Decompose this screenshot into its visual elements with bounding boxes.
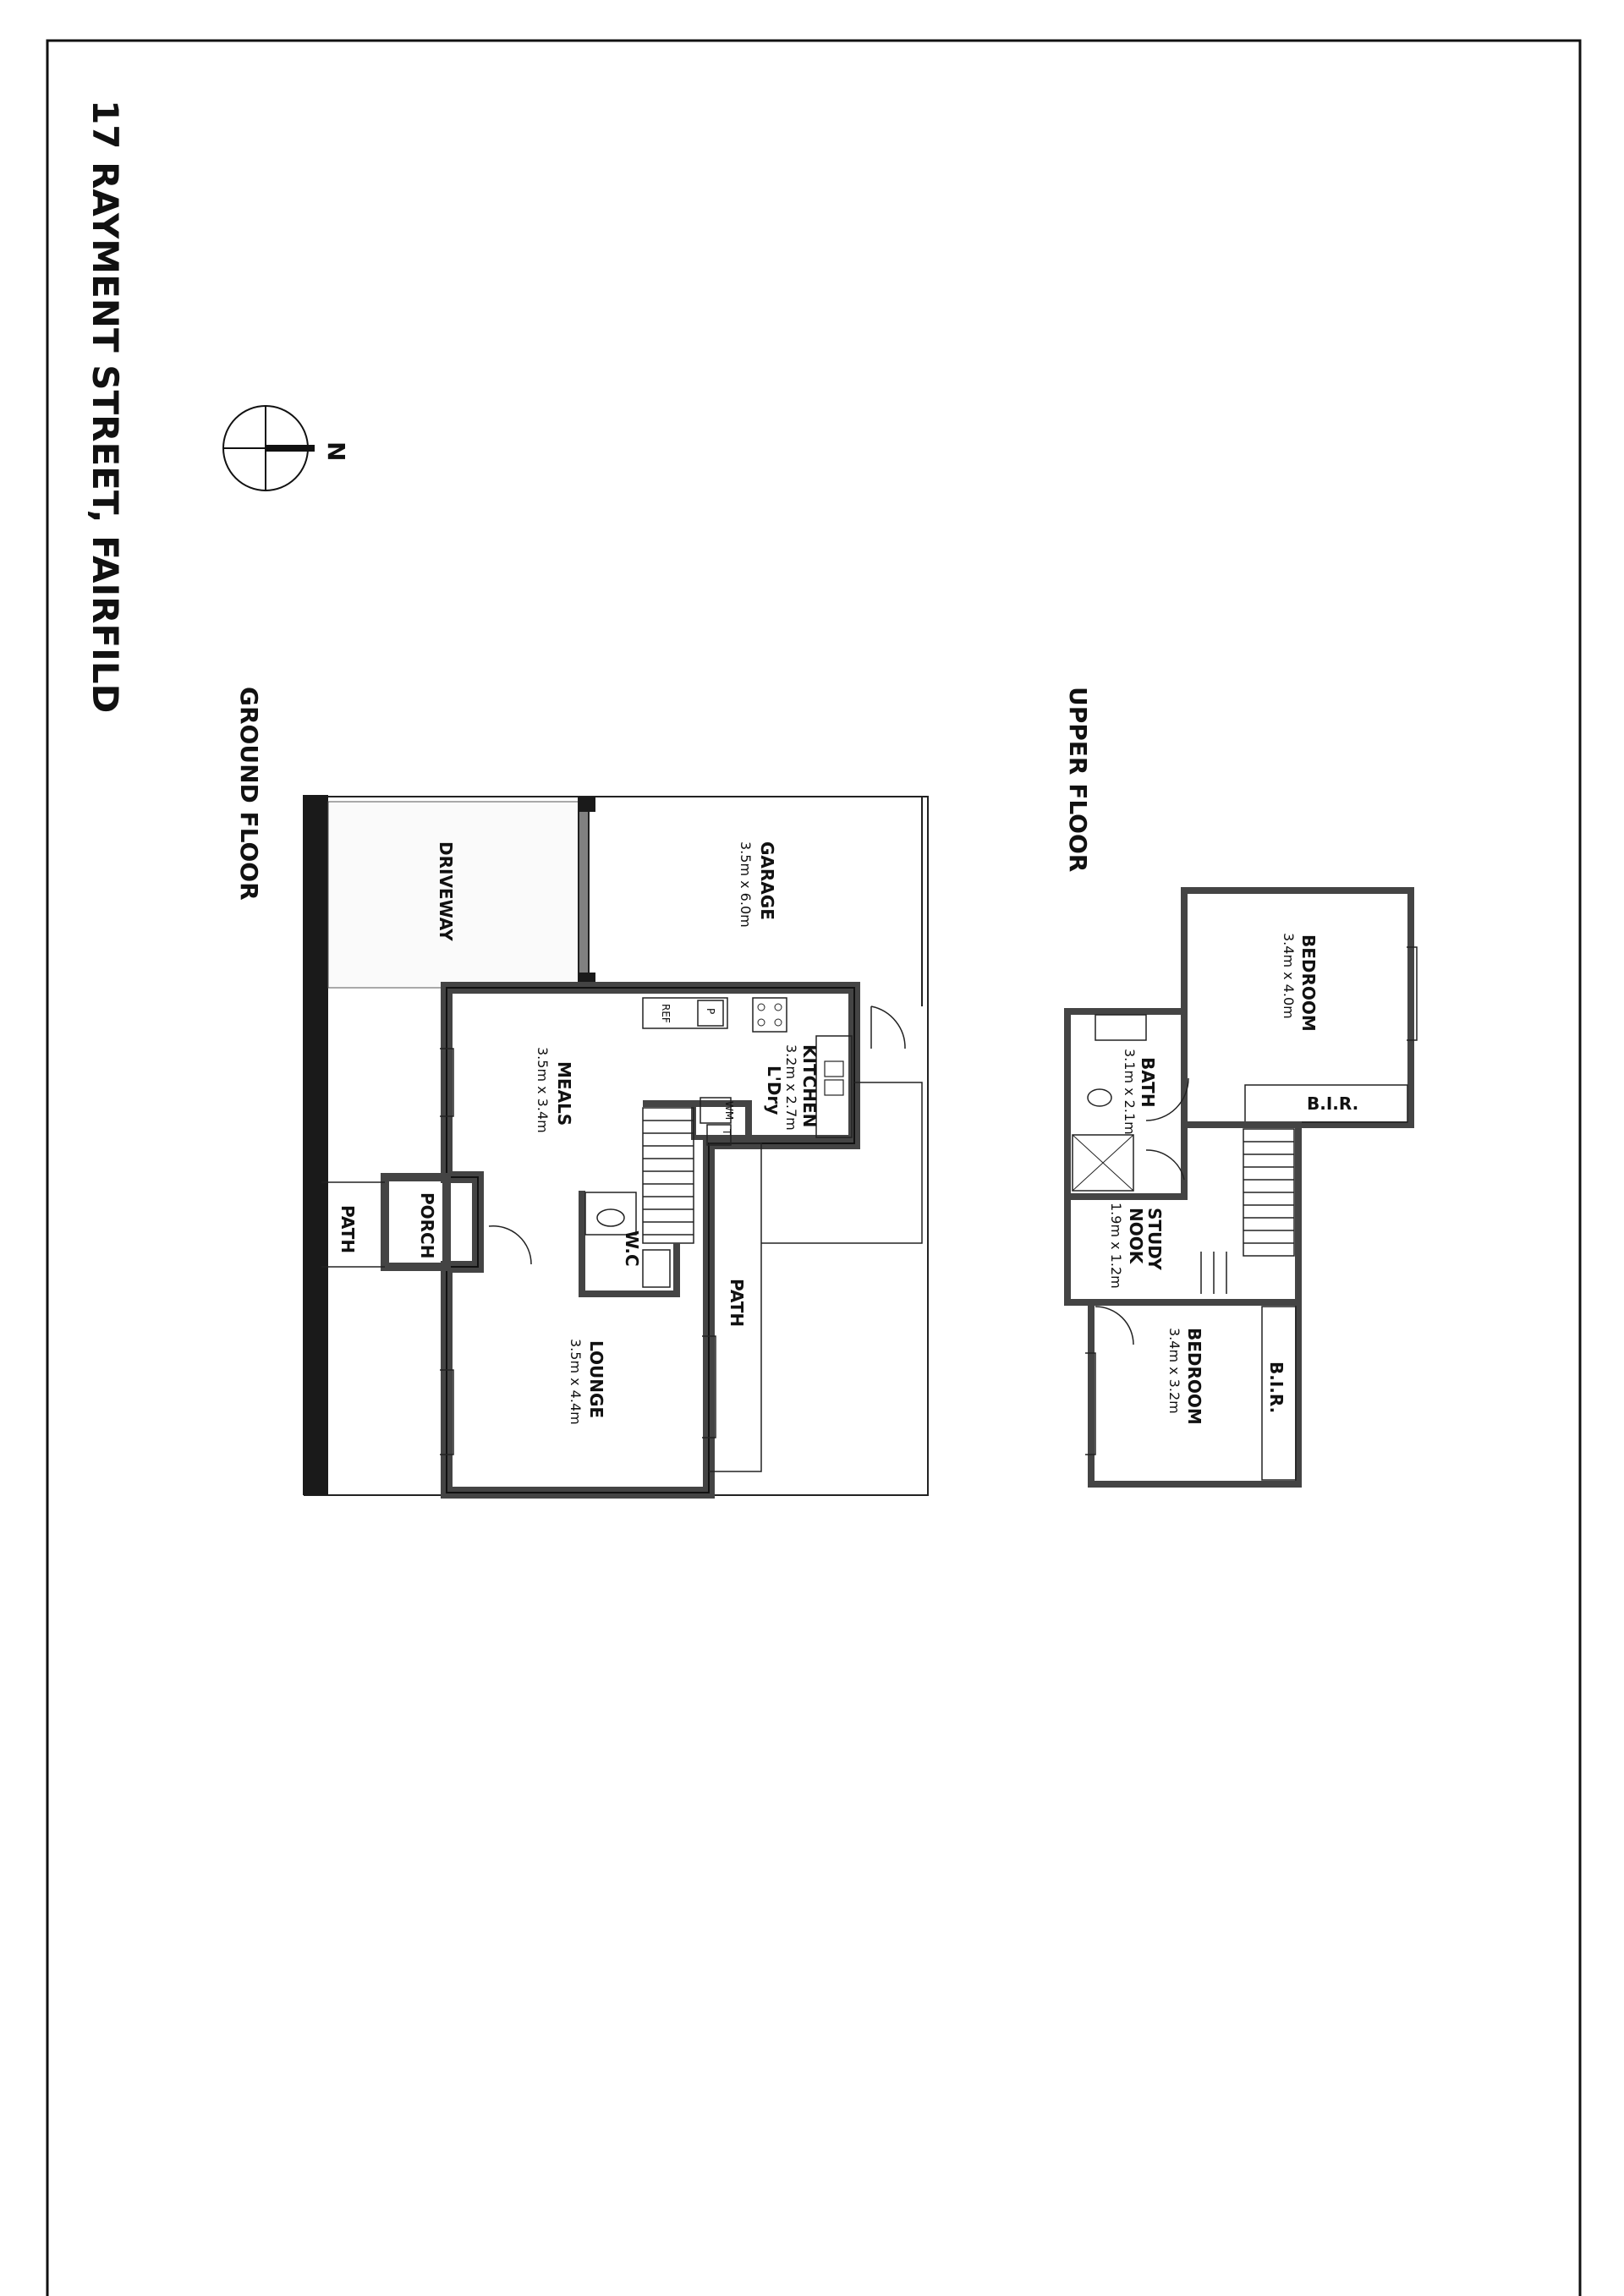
ground-floor-heading: GROUND FLOOR: [235, 687, 263, 901]
study-label-line2: NOOK: [1126, 1208, 1146, 1265]
wc-room: [579, 1191, 680, 1297]
driveway-label: DRIVEWAY: [436, 841, 456, 941]
ground-floor-plan: [303, 795, 929, 1499]
lounge-dimensions: 3.5m x 4.4m: [568, 1339, 584, 1425]
north-label: N: [322, 441, 350, 461]
side-path-label: PATH: [727, 1279, 747, 1327]
property-title: 17 RAYMENT STREET, FAIRFILD: [85, 100, 126, 713]
bedroom1-label: BEDROOM: [1298, 934, 1319, 1032]
bath-label: BATH: [1138, 1057, 1158, 1108]
meals-label: MEALS: [554, 1061, 574, 1126]
laundry-label: L'Dry: [764, 1066, 784, 1115]
porch-label: PORCH: [417, 1192, 437, 1258]
bedroom2-label: BEDROOM: [1184, 1328, 1204, 1425]
washing-machine-label: WM: [723, 1101, 735, 1120]
pantry-label: P: [705, 1008, 716, 1014]
trough-label: T: [721, 1128, 732, 1136]
sheet-border: [46, 39, 1582, 2296]
fridge-label: REF: [660, 1004, 672, 1023]
lounge-label: LOUNGE: [586, 1340, 606, 1418]
ground-stairs: [642, 1107, 694, 1244]
bedroom2-dimensions: 3.4m x 3.2m: [1166, 1328, 1182, 1414]
garage-dimensions: 3.5m x 6.0m: [738, 841, 754, 928]
kitchen-dimensions: 3.2m x 2.7m: [783, 1044, 799, 1131]
upper-floor-heading: UPPER FLOOR: [1064, 687, 1092, 872]
north-arrow-icon: N: [222, 405, 350, 491]
upper-floor-plan: [1064, 887, 1418, 1488]
bath-dimensions: 3.1m x 2.1m: [1122, 1049, 1138, 1135]
study-label-line1: STUDY: [1144, 1208, 1165, 1270]
upper-stairs: [1200, 1128, 1295, 1294]
garage-label: GARAGE: [757, 841, 777, 920]
bedroom1-dimensions: 3.4m x 4.0m: [1281, 933, 1297, 1019]
meals-dimensions: 3.5m x 3.4m: [535, 1047, 551, 1133]
bir2-label: B.I.R.: [1266, 1362, 1287, 1413]
wc-label: W.C: [622, 1230, 642, 1267]
study-dimensions: 1.9m x 1.2m: [1108, 1203, 1124, 1289]
kitchen-label: KITCHEN: [799, 1044, 820, 1127]
bir1-label: B.I.R.: [1307, 1093, 1358, 1114]
front-path-label: PATH: [337, 1205, 358, 1253]
